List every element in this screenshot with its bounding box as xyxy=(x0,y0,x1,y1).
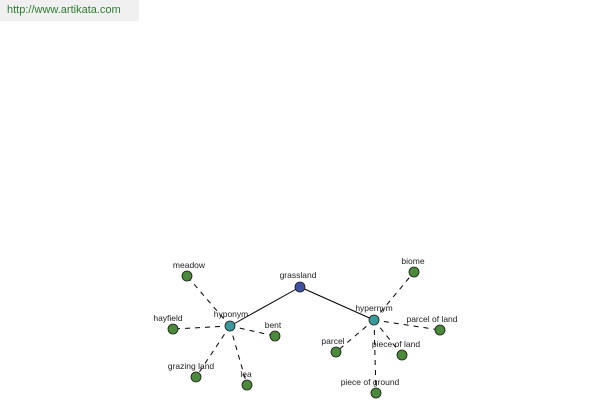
term-label-parcel-of-land: parcel of land xyxy=(406,314,457,324)
term-node-grazing-land xyxy=(190,371,202,383)
term-label-meadow: meadow xyxy=(173,260,206,270)
relation-node-hypernym xyxy=(368,314,380,326)
edge-hyponym-to-grazing-land xyxy=(195,325,231,378)
edge-root-to-hypernym xyxy=(299,286,375,321)
term-node-biome xyxy=(408,266,420,278)
term-node-parcel-of-land xyxy=(434,324,446,336)
term-node-hayfield xyxy=(167,323,179,335)
term-label-piece-of-ground: piece of ground xyxy=(341,377,400,387)
term-node-bent xyxy=(269,330,281,342)
term-label-hayfield: hayfield xyxy=(153,313,183,323)
nodes-layer xyxy=(167,266,446,399)
term-label-biome: biome xyxy=(401,256,424,266)
labels-layer: grassland hyponym meadow hayfield grazing la… xyxy=(153,256,457,387)
edge-hyponym-to-lea xyxy=(229,325,248,386)
root-node xyxy=(294,281,306,293)
edge-hyponym-to-bent xyxy=(229,325,276,337)
term-node-meadow xyxy=(181,270,193,282)
relation-node-hyponym xyxy=(224,320,236,332)
term-node-piece-of-ground xyxy=(370,387,382,399)
edge-hypernym-to-piece-of-ground xyxy=(373,319,377,394)
term-label-parcel: parcel xyxy=(321,336,344,346)
edge-hypernym-to-parcel xyxy=(335,319,375,353)
term-label-bent: bent xyxy=(265,320,282,330)
edge-hypernym-to-biome xyxy=(373,271,415,321)
relation-label-hypernym: hypernym xyxy=(355,303,392,313)
edge-root-to-hyponym xyxy=(229,286,301,327)
term-node-lea xyxy=(241,379,253,391)
term-label-lea: lea xyxy=(240,369,252,379)
relation-label-hyponym: hyponym xyxy=(214,309,249,319)
edge-hypernym-to-parcel-of-land xyxy=(373,319,441,331)
term-label-piece-of-land: piece of land xyxy=(372,339,420,349)
source-url-link[interactable]: http://www.artikata.com xyxy=(0,0,139,21)
edge-hypernym-to-piece-of-land xyxy=(373,319,403,356)
root-node-label: grassland xyxy=(280,270,317,280)
edges-layer xyxy=(172,271,441,394)
term-node-piece-of-land xyxy=(396,349,408,361)
edge-hyponym-to-meadow xyxy=(186,275,231,327)
term-node-parcel xyxy=(330,346,342,358)
edge-hyponym-to-hayfield xyxy=(172,325,231,330)
term-label-grazing-land: grazing land xyxy=(168,361,215,371)
